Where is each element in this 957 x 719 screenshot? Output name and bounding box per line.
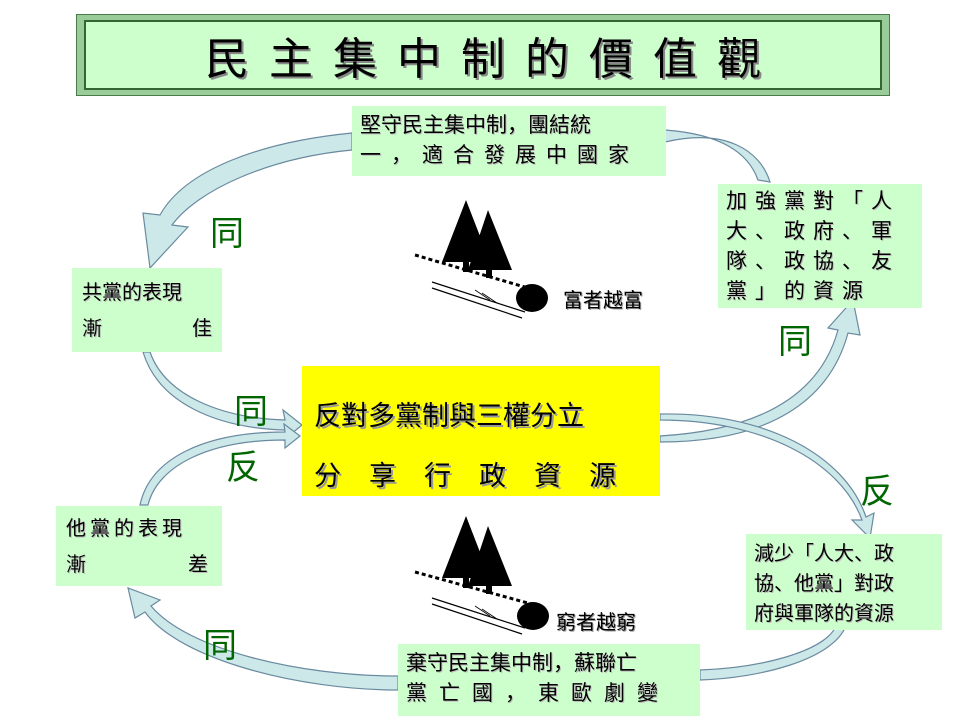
left-top-line2b: 佳 <box>192 316 212 340</box>
left-top-box: 共黨的表現 漸 佳 <box>72 268 222 352</box>
arrow-top-to-right <box>664 129 771 183</box>
right-top-box: 加強黨對「人 大、政府、軍 隊、政協、友 黨」的資源 <box>718 184 922 308</box>
top-box: 堅守民主集中制，團結統 一，適合發展中國家 <box>352 106 666 176</box>
bottom-box-line1: 棄守民主集中制，蘇聯亡 <box>406 651 637 675</box>
diagram-title: 民主集中制的價值觀 <box>205 34 781 85</box>
trees-poor-icon <box>414 516 549 635</box>
arrow-left-bottom-to-center <box>139 422 301 506</box>
caption-rich: 富者越富 <box>563 288 643 312</box>
arrow-top-to-left <box>142 132 353 270</box>
mark-same-top-left: 同 <box>210 214 244 254</box>
mark-same-right: 同 <box>778 322 812 362</box>
trees-rich-icon <box>414 200 548 319</box>
left-bottom-line2b: 差 <box>188 552 212 576</box>
mark-same-bottom-left: 同 <box>203 626 237 666</box>
center-line2-text: 分享行政資源 <box>314 461 644 492</box>
left-bottom-box: 他黨的表現 漸 差 <box>56 506 222 586</box>
title-box: 民主集中制的價值觀 <box>84 20 882 90</box>
right-top-line2: 大、政府、軍 <box>726 219 900 243</box>
left-top-line1: 共黨的表現 <box>82 280 182 304</box>
center-line2: 分享行政資源 <box>314 454 648 493</box>
right-bottom-line1: 減少「人大、政 <box>754 541 894 565</box>
caption-poor: 窮者越窮 <box>556 610 636 634</box>
arrow-bottom-to-left <box>127 587 399 691</box>
right-top-line4: 黨」的資源 <box>726 279 871 303</box>
center-box: 反對多黨制與三權分立 分享行政資源 <box>302 366 660 496</box>
left-bottom-line2a: 漸 <box>66 552 90 576</box>
top-box-line1: 堅守民主集中制，團結統 <box>360 113 591 137</box>
left-top-line2: 漸 佳 <box>82 310 212 346</box>
right-top-line1: 加強黨對「人 <box>726 189 900 213</box>
right-bottom-line2: 協、他黨」對政 <box>754 571 894 595</box>
bottom-box-line2: 黨亡國，東歐劇變 <box>406 681 670 705</box>
right-top-line3: 隊、政協、友 <box>726 249 900 273</box>
left-bottom-line2: 漸 差 <box>66 546 212 582</box>
left-top-line2a: 漸 <box>82 316 102 340</box>
top-box-line2: 一，適合發展中國家 <box>360 143 639 167</box>
mark-opp-right: 反 <box>860 472 894 512</box>
mark-same-mid-left: 同 <box>234 392 268 432</box>
mark-opp-mid-left: 反 <box>226 448 260 488</box>
center-line1: 反對多黨制與三權分立 <box>314 401 584 432</box>
arrow-center-to-right-bottom <box>659 413 875 540</box>
bottom-box: 棄守民主集中制，蘇聯亡 黨亡國，東歐劇變 <box>398 644 700 716</box>
right-bottom-box: 減少「人大、政 協、他黨」對政 府與軍隊的資源 <box>746 534 942 630</box>
arrow-right-to-bottom <box>699 627 846 681</box>
left-bottom-line1: 他黨的表現 <box>66 516 186 540</box>
right-bottom-line3: 府與軍隊的資源 <box>754 601 894 625</box>
arrow-left-to-center <box>142 351 303 442</box>
